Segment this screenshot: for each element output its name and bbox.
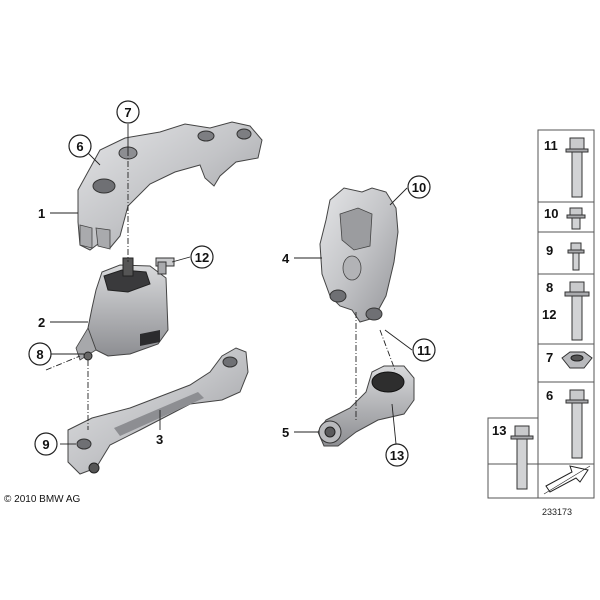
doc-number: 233173 [542, 507, 573, 517]
hw-label-9: 9 [546, 243, 553, 258]
hardware-panel [487, 129, 595, 499]
callout-11: 11 [412, 338, 436, 362]
svg-text:12: 12 [195, 250, 209, 265]
label-1: 1 [38, 206, 45, 221]
label-2: 2 [38, 315, 45, 330]
torque-strut-bracket [67, 347, 249, 475]
gearbox-support-bracket [77, 121, 263, 251]
hw-label-11: 11 [544, 138, 558, 153]
hw-label-7: 7 [546, 350, 553, 365]
callout-13: 13 [385, 443, 409, 467]
engine-support-bracket [319, 187, 399, 323]
label-5: 5 [282, 425, 289, 440]
hw-label-12: 12 [542, 307, 556, 322]
long-bolt-11 [565, 137, 589, 198]
callout-8: 8 [28, 342, 52, 366]
leader-lines [50, 124, 413, 445]
hw-label-8: 8 [546, 280, 553, 295]
hex-nut-7 [561, 351, 593, 369]
flange-bolt-8-12 [564, 281, 590, 341]
callout-6: 6 [68, 134, 92, 158]
svg-text:13: 13 [390, 448, 404, 463]
svg-text:10: 10 [412, 180, 426, 195]
svg-text:11: 11 [417, 343, 431, 358]
hw-label-10: 10 [544, 206, 558, 221]
label-3: 3 [156, 432, 163, 447]
hw-label-6: 6 [546, 388, 553, 403]
long-bolt-6 [565, 389, 589, 459]
callout-12: 12 [190, 245, 214, 269]
bolt-12 [155, 257, 175, 275]
pendulum-support [317, 365, 415, 447]
direction-arrow-icon [543, 465, 591, 495]
small-bolt-9 [567, 242, 585, 271]
short-bolt-10 [566, 207, 586, 230]
svg-text:6: 6 [76, 139, 83, 154]
svg-text:9: 9 [42, 437, 49, 452]
callout-7: 7 [116, 100, 140, 124]
svg-text:7: 7 [124, 105, 131, 120]
long-bolt-13 [510, 425, 534, 490]
copyright: © 2010 BMW AG [4, 494, 81, 505]
assembly-lines [45, 150, 396, 430]
callout-10: 10 [407, 175, 431, 199]
gearbox-mount [75, 257, 169, 361]
label-4: 4 [282, 251, 290, 266]
hw-label-13: 13 [492, 423, 506, 438]
callout-9: 9 [34, 432, 58, 456]
svg-text:8: 8 [36, 347, 43, 362]
